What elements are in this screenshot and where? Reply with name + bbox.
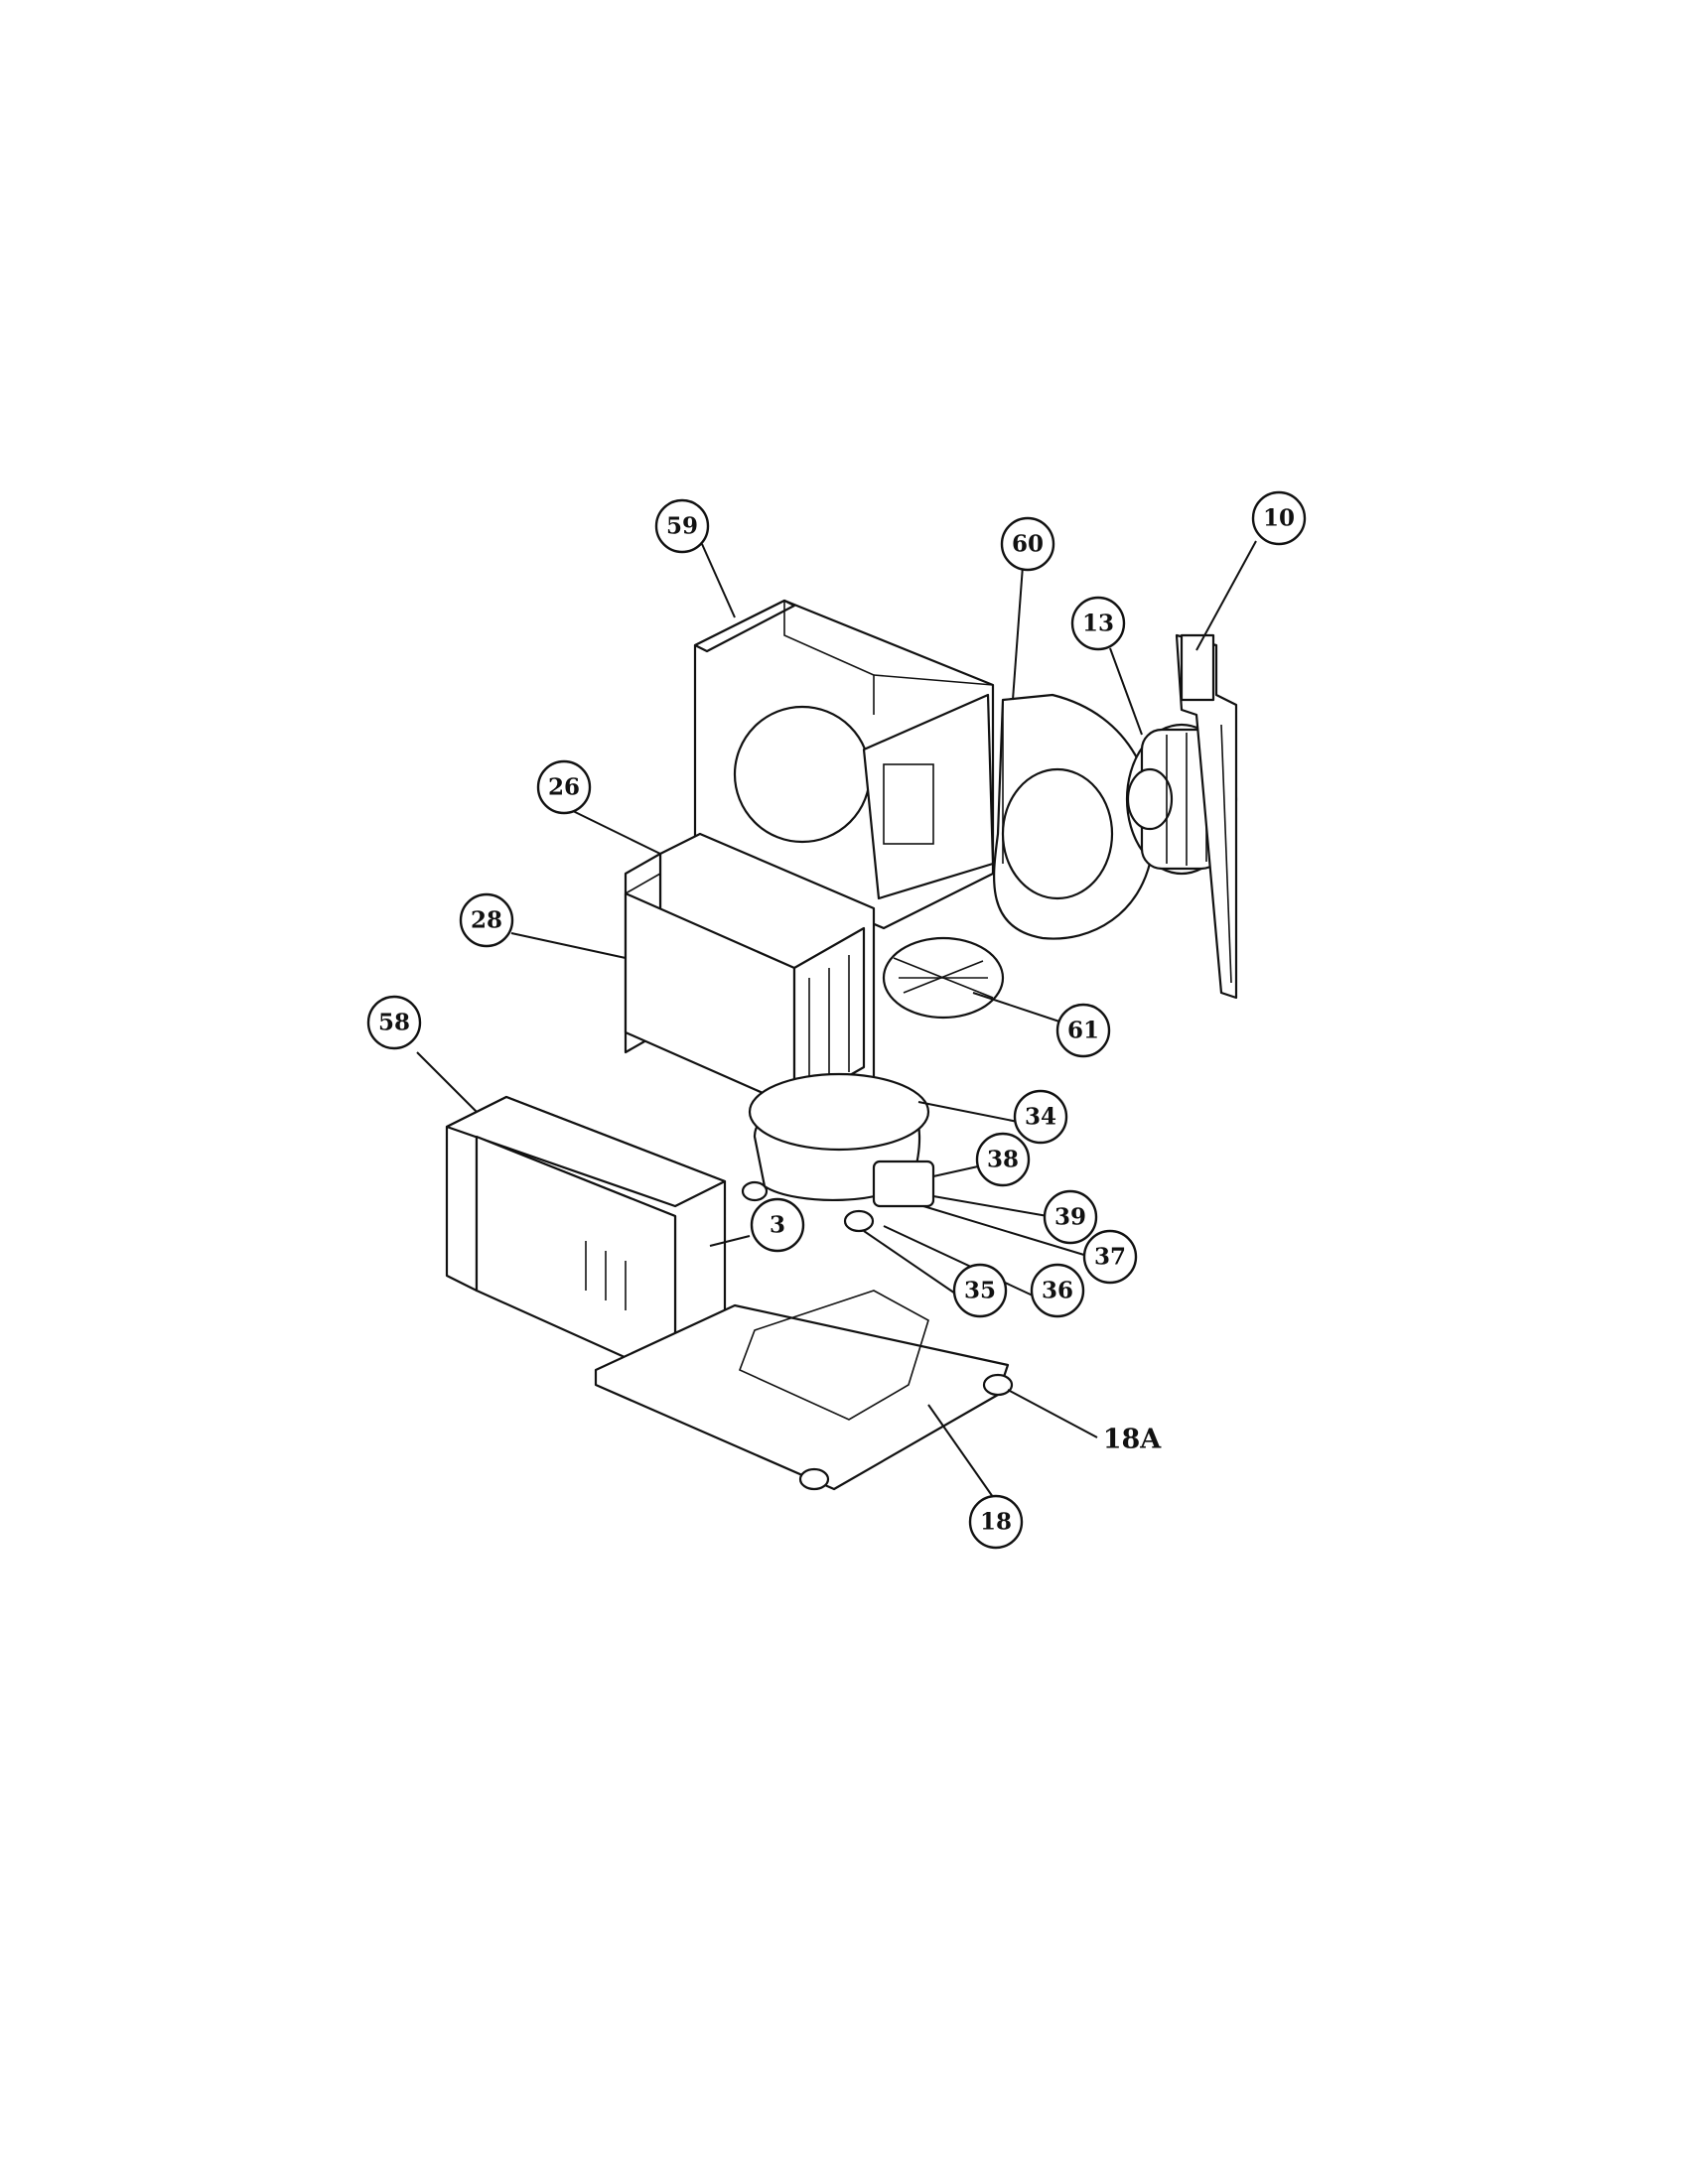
callout-13: 13 bbox=[1070, 596, 1126, 651]
electrical-box bbox=[445, 1095, 727, 1382]
blower-wheel bbox=[882, 936, 1005, 1020]
base-pan bbox=[594, 1290, 1014, 1491]
callout-39-label: 39 bbox=[1054, 1204, 1086, 1231]
callout-60: 60 bbox=[1000, 516, 1055, 572]
compressor bbox=[741, 1072, 935, 1233]
callout-28: 28 bbox=[459, 892, 514, 948]
callout-61: 61 bbox=[1055, 1003, 1111, 1058]
callout-18-label: 18 bbox=[980, 1509, 1012, 1536]
callout-34: 34 bbox=[1013, 1089, 1068, 1145]
leader-lines bbox=[416, 540, 1257, 1498]
callout-36: 36 bbox=[1030, 1263, 1085, 1318]
callout-18A-label: 18A bbox=[1103, 1425, 1163, 1455]
callout-10-label: 10 bbox=[1263, 505, 1295, 532]
callout-37: 37 bbox=[1082, 1229, 1138, 1285]
callout-38: 38 bbox=[975, 1132, 1031, 1187]
motor-bracket bbox=[1175, 633, 1238, 1000]
callout-3-label: 3 bbox=[770, 1212, 785, 1239]
callout-35: 35 bbox=[952, 1263, 1008, 1318]
callout-34-label: 34 bbox=[1025, 1104, 1056, 1131]
callout-38-label: 38 bbox=[987, 1147, 1019, 1173]
callout-3: 3 bbox=[750, 1197, 805, 1253]
callout-26: 26 bbox=[536, 759, 592, 815]
callout-58: 58 bbox=[366, 995, 422, 1050]
callout-60-label: 60 bbox=[1012, 531, 1044, 558]
callout-61-label: 61 bbox=[1067, 1018, 1099, 1044]
callout-58-label: 58 bbox=[378, 1010, 410, 1036]
callout-35-label: 35 bbox=[964, 1278, 996, 1304]
callout-10: 10 bbox=[1251, 490, 1307, 546]
callout-26-label: 26 bbox=[548, 774, 580, 801]
evaporator-coil bbox=[624, 832, 876, 1114]
callout-59: 59 bbox=[654, 498, 710, 554]
blower-housing-front bbox=[693, 599, 995, 930]
callout-39: 39 bbox=[1043, 1189, 1098, 1245]
callout-18: 18 bbox=[968, 1494, 1024, 1550]
callout-37-label: 37 bbox=[1094, 1244, 1126, 1271]
callout-18A: 18A bbox=[1103, 1425, 1163, 1455]
callout-59-label: 59 bbox=[666, 513, 698, 540]
blower-scroll-rear bbox=[993, 693, 1155, 940]
callout-36-label: 36 bbox=[1042, 1278, 1073, 1304]
callout-13-label: 13 bbox=[1082, 611, 1114, 637]
callout-28-label: 28 bbox=[471, 907, 502, 934]
